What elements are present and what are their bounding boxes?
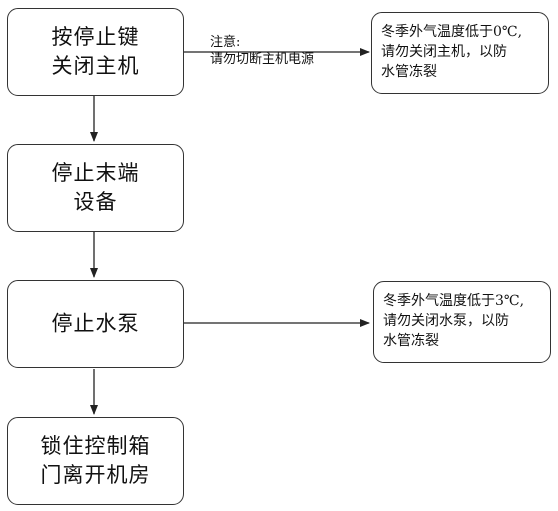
step-stop-chiller: 按停止键 关闭主机 — [7, 8, 184, 96]
note-pump-freeze-warning-line-3: 水管冻裂 — [383, 333, 439, 349]
step-stop-pump: 停止水泵 — [7, 280, 184, 368]
step-stop-pump-line-1: 停止水泵 — [51, 311, 140, 336]
note-pump-freeze-warning-line-2: 请勿关闭水泵，以防 — [383, 313, 509, 329]
step-stop-terminal-equipment-line-1: 停止末端 — [51, 161, 140, 185]
note-chiller-freeze-warning-line-2: 请勿关闭主机，以防 — [381, 44, 507, 60]
step-lock-control-box-line-2: 门离开机房 — [40, 463, 151, 487]
step-stop-terminal-equipment: 停止末端 设备 — [7, 144, 184, 232]
step-stop-chiller-line-1: 按停止键 — [51, 25, 140, 49]
arrow-caption-title: 注意: — [210, 35, 241, 50]
note-pump-freeze-warning: 冬季外气温度低于3℃, 请勿关闭水泵，以防 水管冻裂 — [373, 281, 551, 363]
arrow-caption: 注意: 请勿切断主机电源 — [210, 34, 314, 68]
note-chiller-freeze-warning: 冬季外气温度低于0℃, 请勿关闭主机，以防 水管冻裂 — [371, 12, 549, 94]
step-lock-control-box: 锁住控制箱 门离开机房 — [7, 417, 184, 505]
step-lock-control-box-line-1: 锁住控制箱 — [40, 434, 151, 458]
step-stop-terminal-equipment-line-2: 设备 — [73, 190, 118, 214]
step-stop-chiller-line-2: 关闭主机 — [51, 54, 140, 78]
note-pump-freeze-warning-line-1: 冬季外气温度低于3℃, — [383, 293, 525, 309]
arrow-caption-text: 请勿切断主机电源 — [210, 52, 315, 67]
note-chiller-freeze-warning-line-3: 水管冻裂 — [381, 64, 437, 80]
note-chiller-freeze-warning-line-1: 冬季外气温度低于0℃, — [381, 24, 523, 40]
